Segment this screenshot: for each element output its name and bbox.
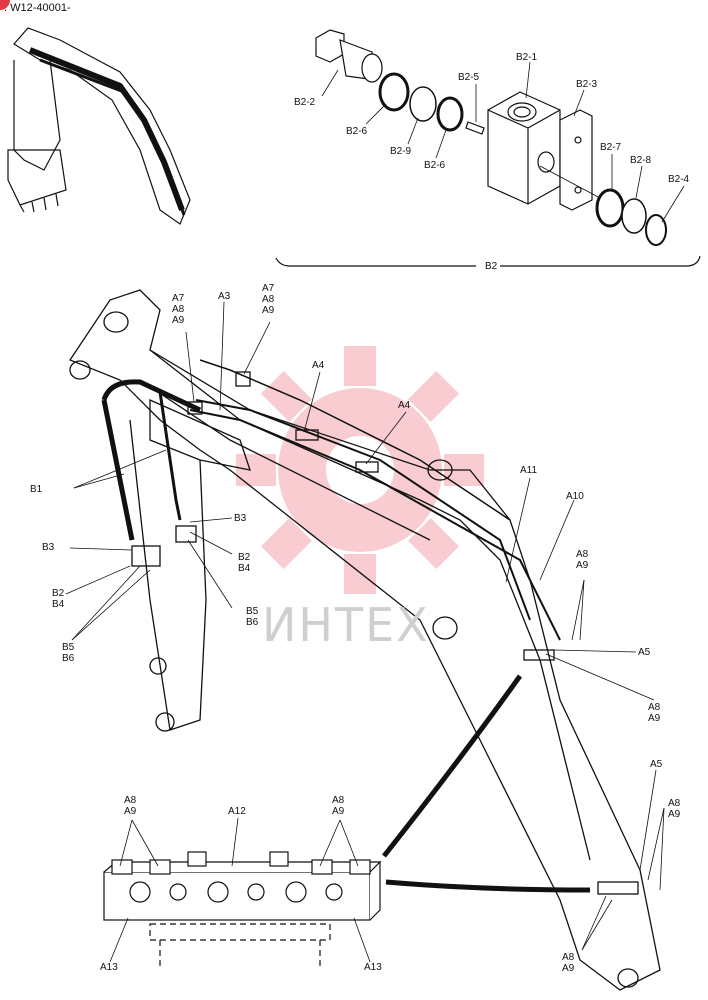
label-b2-1: B2-1	[516, 52, 538, 63]
label-b3-right: B3	[234, 513, 247, 524]
watermark-text: ИНТЕХ	[262, 598, 430, 652]
boom-drawing	[69, 289, 661, 991]
corner-badge-icon	[0, 0, 10, 10]
boom-leader-lines	[65, 301, 665, 951]
label-b3-left: B3	[42, 542, 55, 553]
label-b2-4: B2-4	[668, 174, 690, 185]
detail-leader-lines	[109, 817, 371, 963]
label-b2-8: B2-8	[630, 155, 652, 166]
label-a4-left: A4	[312, 360, 325, 371]
label-a13-right: A13	[364, 962, 382, 973]
label-b1: B1	[30, 484, 43, 495]
serial-number: . W12-40001-	[4, 2, 71, 14]
excavator-thumbnail	[7, 27, 191, 225]
label-a5-lower: A5	[650, 759, 663, 770]
label-a4-right: A4	[398, 400, 411, 411]
b2-leader-lines	[321, 61, 685, 223]
clamp-detail-drawing	[103, 851, 382, 966]
label-a3: A3	[218, 291, 231, 302]
label-b2-6b: B2-6	[424, 160, 446, 171]
label-a12: A12	[228, 806, 246, 817]
label-b2-2: B2-2	[294, 97, 316, 108]
label-b2-5: B2-5	[458, 72, 480, 83]
label-a10: A10	[566, 491, 584, 502]
label-b2-9: B2-9	[390, 146, 412, 157]
label-b2-3: B2-3	[576, 79, 598, 90]
label-b2-group: B2	[482, 261, 501, 272]
label-b2-7: B2-7	[600, 142, 622, 153]
b2-exploded-parts	[275, 29, 701, 267]
label-a13-left: A13	[100, 962, 118, 973]
label-a11: A11	[520, 465, 538, 476]
label-a5-upper: A5	[638, 647, 651, 658]
label-b2-6a: B2-6	[346, 126, 368, 137]
